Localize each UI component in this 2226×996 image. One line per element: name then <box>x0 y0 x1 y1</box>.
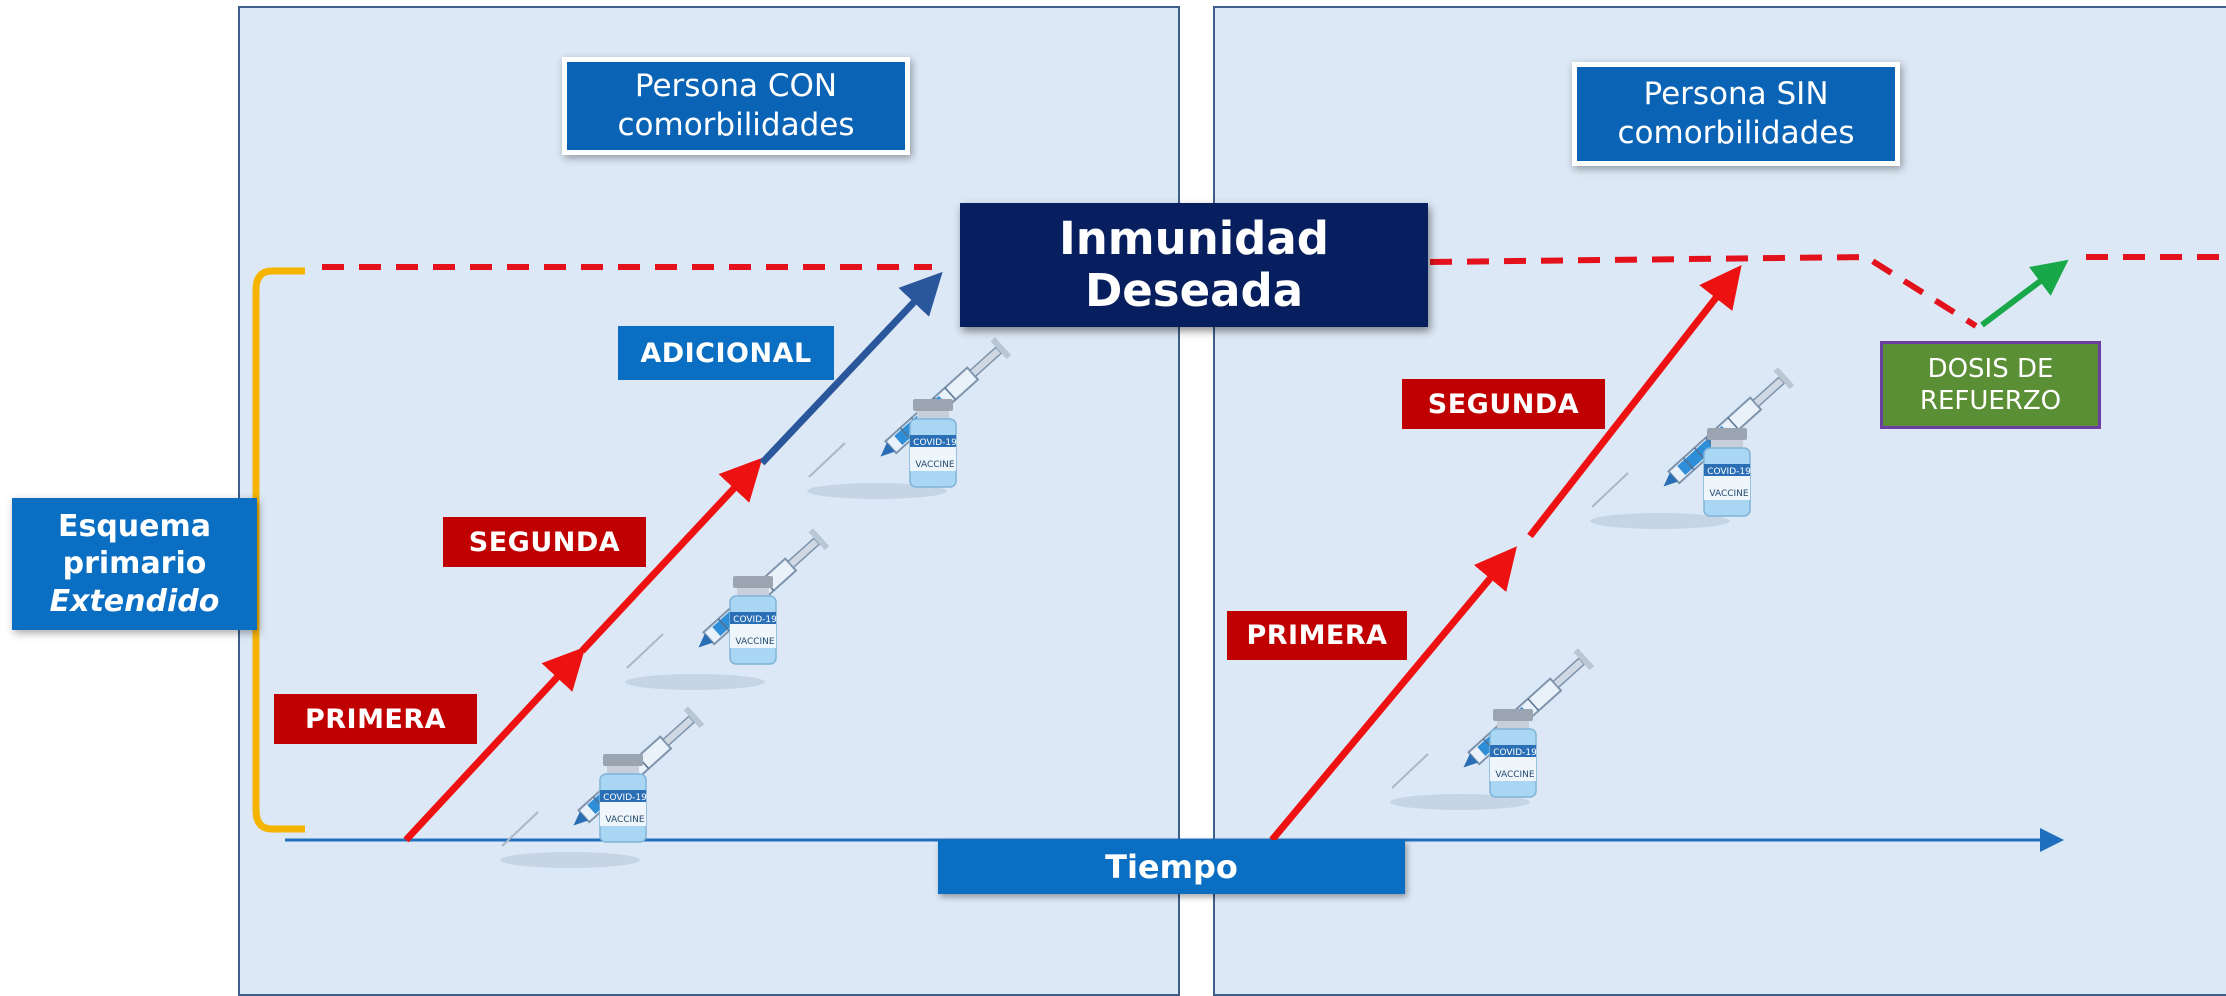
right-second-dose-label: SEGUNDA <box>1402 379 1605 429</box>
left-second-dose-label: SEGUNDA <box>443 517 646 567</box>
svg-text:COVID-19: COVID-19 <box>913 438 957 448</box>
vaccine-vial-icon: COVID-19 VACCINE <box>1489 708 1537 798</box>
svg-text:VACCINE: VACCINE <box>915 460 955 470</box>
svg-text:COVID-19: COVID-19 <box>1493 748 1537 758</box>
extended-primary-scheme-label: Esquema primario Extendido <box>12 498 257 630</box>
time-axis-label: Tiempo <box>938 840 1405 894</box>
svg-text:VACCINE: VACCINE <box>1495 770 1535 780</box>
left-additional-dose-label: ADICIONAL <box>618 326 834 380</box>
scheme-line-2: primario <box>62 546 207 582</box>
left-panel-title-text: Persona CON comorbilidades <box>617 68 855 143</box>
scheme-line-1: Esquema <box>57 508 212 544</box>
desired-immunity-line <box>322 253 1978 329</box>
left-additional-dose-arrow <box>759 271 943 466</box>
booster-line-2: REFUERZO <box>1919 386 2062 416</box>
panel-with-comorbidities <box>238 6 1180 996</box>
vaccine-vial-icon: COVID-19 VACCINE <box>909 398 957 488</box>
svg-text:COVID-19: COVID-19 <box>1707 467 1751 477</box>
svg-text:VACCINE: VACCINE <box>1709 489 1749 499</box>
left-first-dose-label: PRIMERA <box>274 694 477 744</box>
right-first-dose-arrow <box>1269 546 1517 843</box>
right-second-dose-arrow <box>1527 264 1742 539</box>
vaccine-vial-icon: COVID-19 VACCINE <box>599 753 647 843</box>
right-panel-title-text: Persona SIN comorbilidades <box>1617 76 1855 151</box>
syringe-icon <box>1589 366 1796 530</box>
left-panel-title: Persona CON comorbilidades <box>562 57 910 155</box>
scheme-bracket <box>252 267 305 833</box>
svg-text:COVID-19: COVID-19 <box>733 615 777 625</box>
syringe-icon <box>624 527 831 691</box>
svg-text:VACCINE: VACCINE <box>735 637 775 647</box>
scheme-line-3: Extendido <box>49 583 220 619</box>
left-second-dose-arrow <box>579 457 763 654</box>
svg-text:VACCINE: VACCINE <box>605 815 645 825</box>
booster-dose-label: DOSIS DE REFUERZO <box>1880 341 2101 429</box>
immunity-line-1: Inmunidad <box>1059 212 1329 266</box>
booster-arrow <box>1980 259 2069 328</box>
desired-immunity-label: Inmunidad Deseada <box>960 203 1428 327</box>
left-first-dose-arrow <box>403 646 586 843</box>
right-first-dose-label: PRIMERA <box>1227 611 1407 660</box>
vaccine-vial-icon: COVID-19 VACCINE <box>729 575 777 665</box>
vaccine-vial-icon: COVID-19 VACCINE <box>1703 427 1751 517</box>
svg-text:COVID-19: COVID-19 <box>603 793 647 803</box>
booster-line-1: DOSIS DE <box>1927 353 2054 384</box>
right-panel-title: Persona SIN comorbilidades <box>1572 62 1900 166</box>
immunity-line-2: Deseada <box>1084 264 1304 317</box>
syringe-icon <box>806 336 1013 500</box>
